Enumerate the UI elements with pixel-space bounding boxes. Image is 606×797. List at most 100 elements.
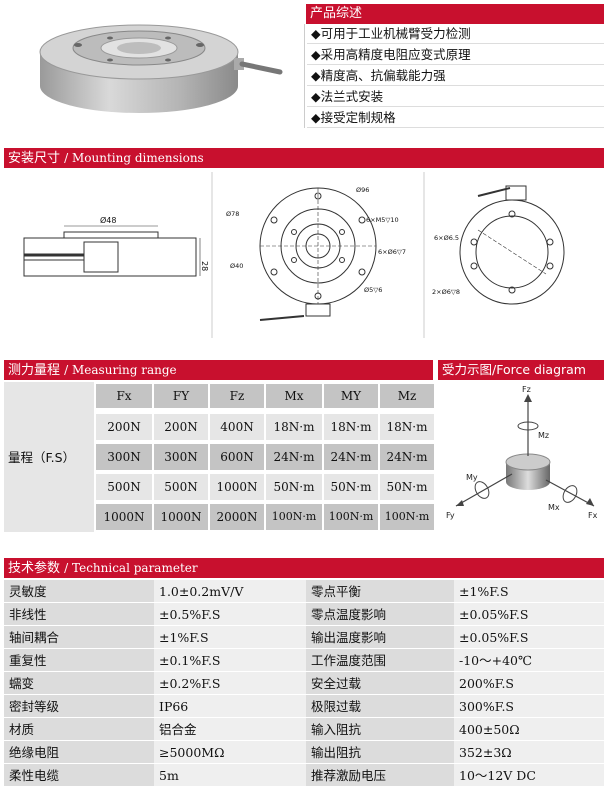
param-value: 300%F.S [454, 695, 604, 718]
param-label: 工作温度范围 [306, 649, 454, 672]
range-header-fy: FY [154, 384, 208, 408]
range-cell: 24N·m [380, 444, 434, 470]
range-cell: 100N·m [324, 504, 378, 530]
feature-item: ◆精度高、抗偏载能力强 [307, 66, 604, 86]
range-row-label: 量程（F.S） [8, 450, 76, 465]
dim-d6-8: 2×Ø6▽8 [432, 288, 460, 296]
dim-h28: 28 [200, 261, 209, 271]
force-diagram: Fz Mz My Fy Mx Fx [438, 382, 604, 532]
range-header-mx: Mx [266, 384, 322, 408]
param-value: 铝合金 [154, 718, 306, 741]
range-cell: 100N·m [380, 504, 434, 530]
range-cell: 200N [96, 414, 152, 440]
param-label: 重复性 [4, 649, 154, 672]
param-value: IP66 [154, 695, 306, 718]
range-cell: 400N [210, 414, 264, 440]
param-value: ≥5000MΩ [154, 741, 306, 764]
range-label-cell [4, 382, 94, 532]
mounting-title-cn: 安装尺寸 [8, 151, 61, 166]
overview-divider [304, 24, 305, 128]
param-value: ±0.05%F.S [454, 603, 604, 626]
technical-title-cn: 技术参数 [8, 561, 61, 576]
param-value: 1.0±0.2mV/V [154, 580, 306, 603]
param-label: 零点温度影响 [306, 603, 454, 626]
range-header-fz: Fz [210, 384, 264, 408]
range-cell: 24N·m [266, 444, 322, 470]
range-header-fx: Fx [96, 384, 152, 408]
param-value: ±0.2%F.S [154, 672, 306, 695]
technical-header: 技术参数 / Technical parameter [4, 558, 604, 578]
feature-item: ◆采用高精度电阻应变式原理 [307, 45, 604, 65]
range-cell: 50N·m [266, 474, 322, 500]
param-label: 绝缘电阻 [4, 741, 154, 764]
range-cell: 1000N [210, 474, 264, 500]
param-value: ±1%F.S [154, 626, 306, 649]
param-label: 输出温度影响 [306, 626, 454, 649]
dim-d78: Ø78 [226, 210, 239, 218]
range-cell: 1000N [96, 504, 152, 530]
dim-d48: Ø48 [100, 215, 116, 225]
label-mz: Mz [538, 431, 549, 440]
param-label: 零点平衡 [306, 580, 454, 603]
force-title: 受力示图/Force diagram [442, 362, 586, 377]
param-label: 灵敏度 [4, 580, 154, 603]
param-label: 推荐激励电压 [306, 764, 454, 787]
param-value: 10～12V DC [454, 764, 604, 787]
mounting-header: 安装尺寸 / Mounting dimensions [4, 148, 604, 168]
param-label: 输出阻抗 [306, 741, 454, 764]
force-header: 受力示图/Force diagram [438, 360, 604, 380]
dim-d96: Ø96 [356, 186, 369, 194]
range-cell: 50N·m [324, 474, 378, 500]
dim-d40: Ø40 [230, 262, 243, 270]
label-fz: Fz [522, 385, 531, 394]
range-header-my: MY [324, 384, 378, 408]
param-label: 非线性 [4, 603, 154, 626]
dim-d6-5: 6×Ø6.5 [434, 234, 459, 242]
range-cell: 300N [96, 444, 152, 470]
range-cell: 18N·m [380, 414, 434, 440]
param-value: 200%F.S [454, 672, 604, 695]
dim-m5: 6×M5▽10 [366, 216, 399, 224]
product-image [0, 0, 304, 128]
label-fx: Fx [588, 511, 598, 520]
range-title-cn: 测力量程 [8, 363, 61, 378]
param-value: 5m [154, 764, 306, 787]
range-cell: 100N·m [266, 504, 322, 530]
feature-item: ◆法兰式安装 [307, 87, 604, 107]
param-label: 安全过载 [306, 672, 454, 695]
range-cell: 18N·m [266, 414, 322, 440]
param-value: 352±3Ω [454, 741, 604, 764]
feature-item: ◆接受定制规格 [307, 108, 604, 128]
param-value: ±0.05%F.S [454, 626, 604, 649]
param-label: 轴间耦合 [4, 626, 154, 649]
technical-title-en: / Technical parameter [64, 561, 198, 575]
dim-d5-6: Ø5▽6 [364, 286, 382, 294]
param-label: 材质 [4, 718, 154, 741]
range-header-mz: Mz [380, 384, 434, 408]
param-value: ±0.5%F.S [154, 603, 306, 626]
range-title-en: / Measuring range [64, 363, 177, 377]
param-value: -10～+40℃ [454, 649, 604, 672]
dim-d6-7: 6×Ø6▽7 [378, 248, 406, 256]
param-label: 柔性电缆 [4, 764, 154, 787]
param-label: 极限过载 [306, 695, 454, 718]
range-cell: 18N·m [324, 414, 378, 440]
overview-title: 产品综述 [310, 6, 363, 21]
feature-item: ◆可用于工业机械臂受力检测 [307, 24, 604, 44]
range-cell: 600N [210, 444, 264, 470]
range-cell: 2000N [210, 504, 264, 530]
param-value: ±0.1%F.S [154, 649, 306, 672]
param-value: ±1%F.S [454, 580, 604, 603]
range-cell: 500N [154, 474, 208, 500]
range-cell: 500N [96, 474, 152, 500]
param-value: 400±50Ω [454, 718, 604, 741]
range-cell: 200N [154, 414, 208, 440]
range-cell: 24N·m [324, 444, 378, 470]
range-cell: 50N·m [380, 474, 434, 500]
label-mx: Mx [548, 503, 560, 512]
param-label: 输入阻抗 [306, 718, 454, 741]
param-label: 密封等级 [4, 695, 154, 718]
param-label: 蠕变 [4, 672, 154, 695]
range-cell: 300N [154, 444, 208, 470]
range-cell: 1000N [154, 504, 208, 530]
